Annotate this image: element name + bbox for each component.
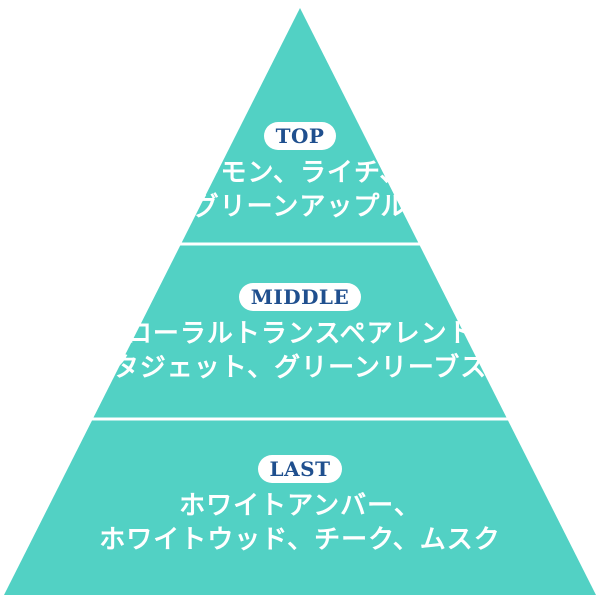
tier-top: TOP レモン、ライチ、 グリーンアップル [0,122,600,224]
tier-label-last: LAST [257,455,343,483]
tier-notes-last: ホワイトアンバー、 ホワイトウッド、チーク、ムスク [0,489,600,557]
tier-label-middle: MIDDLE [238,283,362,311]
tier-middle: MIDDLE フローラルトランスペアレント、 タジェット、グリーンリーブス [0,283,600,385]
tier-last: LAST ホワイトアンバー、 ホワイトウッド、チーク、ムスク [0,455,600,557]
tier-label-top: TOP [263,122,337,150]
tier-notes-line: ホワイトウッド、チーク、ムスク [99,525,501,555]
tier-notes-line: レモン、ライチ、 [193,158,407,188]
tier-notes-top: レモン、ライチ、 グリーンアップル [0,156,600,224]
tier-notes-line: タジェット、グリーンリーブス [112,353,488,383]
tier-notes-line: グリーンアップル [192,192,408,222]
tier-notes-line: ホワイトアンバー、 [179,491,421,521]
tier-notes-line: フローラルトランスペアレント、 [98,319,502,349]
tier-notes-middle: フローラルトランスペアレント、 タジェット、グリーンリーブス [0,317,600,385]
